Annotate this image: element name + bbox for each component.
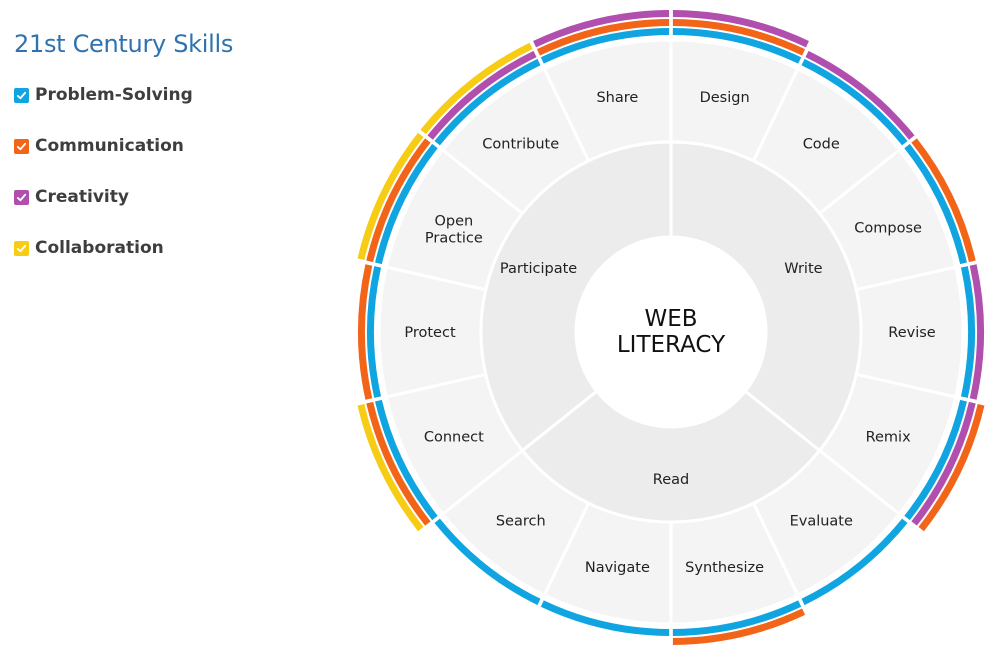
- tag-band-creativity: [911, 401, 976, 526]
- tag-band-creativity: [427, 50, 537, 140]
- tag-band-communication: [918, 403, 985, 532]
- tag-band-problem-solving: [672, 600, 802, 636]
- tag-band-collaboration: [420, 42, 533, 135]
- skill-label-design: Design: [700, 90, 750, 106]
- skill-label-search: Search: [496, 513, 546, 529]
- skill-label-synthesize: Synthesize: [685, 560, 764, 576]
- skill-label-compose: Compose: [854, 220, 922, 236]
- tag-band-creativity: [672, 10, 809, 48]
- skill-label-evaluate: Evaluate: [790, 513, 853, 529]
- center-title-line: WEB: [644, 306, 697, 332]
- skill-label-protect: Protect: [404, 325, 456, 341]
- wheel-center: [578, 239, 764, 425]
- checkbox-communication[interactable]: [14, 138, 29, 154]
- skill-filter-problem-solving[interactable]: Problem-Solving: [14, 82, 334, 108]
- tag-band-problem-solving: [375, 143, 438, 265]
- tag-band-problem-solving: [960, 266, 975, 398]
- skill-label-code: Code: [803, 137, 840, 153]
- tag-band-problem-solving: [904, 399, 967, 521]
- checkbox-creativity[interactable]: [14, 189, 29, 205]
- skill-label: Problem-Solving: [35, 85, 193, 105]
- checkbox-collaboration[interactable]: [14, 240, 29, 256]
- tag-band-problem-solving: [434, 58, 541, 146]
- tag-band-communication: [366, 401, 431, 526]
- skill-label-remix: Remix: [866, 430, 911, 446]
- category-segment-write[interactable]: [669, 140, 863, 453]
- tag-band-collaboration: [357, 403, 424, 532]
- skill-label: Creativity: [35, 187, 129, 207]
- tag-band-communication: [672, 19, 806, 56]
- tag-band-problem-solving: [540, 28, 670, 64]
- tag-band-collaboration: [357, 132, 424, 261]
- tag-band-creativity: [969, 264, 984, 400]
- skill-label-share: Share: [596, 90, 638, 106]
- tag-band-communication: [366, 138, 431, 263]
- tag-band-creativity: [533, 10, 670, 48]
- category-label-participate: Participate: [500, 261, 577, 277]
- checkbox-problem-solving[interactable]: [14, 87, 29, 103]
- page-title: 21st Century Skills: [14, 30, 234, 58]
- tag-band-problem-solving: [434, 518, 541, 606]
- category-segment-participate[interactable]: [479, 140, 673, 453]
- checkmark-icon: [16, 91, 27, 99]
- checkmark-icon: [16, 193, 27, 201]
- legend-panel: 21st Century Skills Problem-Solving Comm…: [14, 30, 334, 286]
- checkmark-icon: [16, 142, 27, 150]
- skill-filter-communication[interactable]: Communication: [14, 133, 334, 159]
- skill-label-contribute: Contribute: [482, 137, 559, 153]
- category-segment-read[interactable]: [520, 389, 822, 524]
- tag-band-problem-solving: [375, 399, 438, 521]
- center-title-line: LITERACY: [617, 332, 726, 358]
- tag-band-communication: [911, 138, 976, 263]
- tag-band-problem-solving: [904, 143, 967, 265]
- tag-band-communication: [357, 264, 373, 400]
- skill-filter-creativity[interactable]: Creativity: [14, 184, 334, 210]
- category-label-write: Write: [784, 261, 822, 277]
- tag-band-communication: [536, 19, 670, 56]
- skill-label-navigate: Navigate: [585, 560, 650, 576]
- tag-band-communication: [672, 608, 806, 645]
- tag-band-problem-solving: [801, 518, 908, 606]
- tag-band-problem-solving: [672, 28, 802, 64]
- skill-label-connect: Connect: [424, 430, 484, 446]
- tag-band-problem-solving: [367, 266, 382, 398]
- tag-band-problem-solving: [540, 600, 670, 636]
- tag-band-creativity: [805, 50, 915, 140]
- category-label-read: Read: [653, 472, 689, 488]
- skill-label-revise: Revise: [888, 325, 936, 341]
- skill-label: Collaboration: [35, 238, 164, 258]
- skill-label: Communication: [35, 136, 184, 156]
- skill-filter-collaboration[interactable]: Collaboration: [14, 235, 334, 261]
- checkmark-icon: [16, 244, 27, 252]
- tag-band-problem-solving: [801, 58, 908, 146]
